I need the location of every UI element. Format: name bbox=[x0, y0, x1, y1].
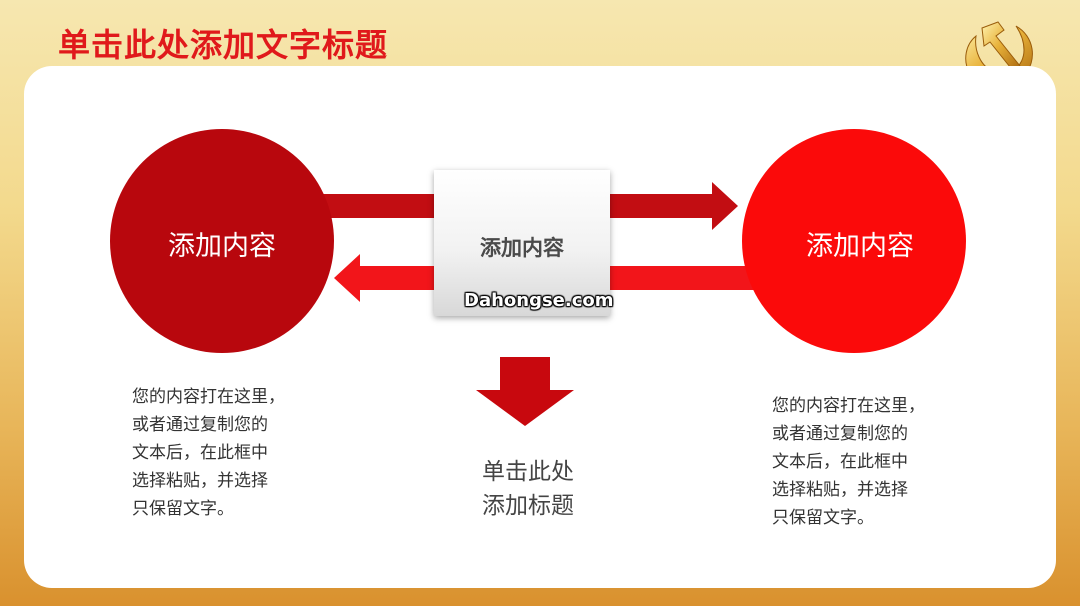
left-paragraph[interactable]: 您的内容打在这里， 或者通过复制您的 文本后，在此框中 选择粘贴，并选择 只保留… bbox=[132, 387, 285, 519]
watermark: Dahongse.com bbox=[464, 290, 614, 311]
bottom-title[interactable]: 单击此处 添加标题 bbox=[482, 459, 574, 519]
center-box-label: 添加内容 bbox=[480, 236, 564, 260]
right-circle-label[interactable]: 添加内容 bbox=[806, 231, 914, 262]
center-box[interactable]: 添加内容 bbox=[434, 170, 610, 316]
down-arrow bbox=[476, 357, 574, 426]
right-circle bbox=[742, 129, 966, 353]
slide-title[interactable]: 单击此处添加文字标题 bbox=[58, 26, 389, 64]
left-circle bbox=[110, 129, 334, 353]
left-circle-label[interactable]: 添加内容 bbox=[168, 231, 276, 262]
right-paragraph[interactable]: 您的内容打在这里， 或者通过复制您的 文本后，在此框中 选择粘贴，并选择 只保留… bbox=[772, 396, 925, 528]
